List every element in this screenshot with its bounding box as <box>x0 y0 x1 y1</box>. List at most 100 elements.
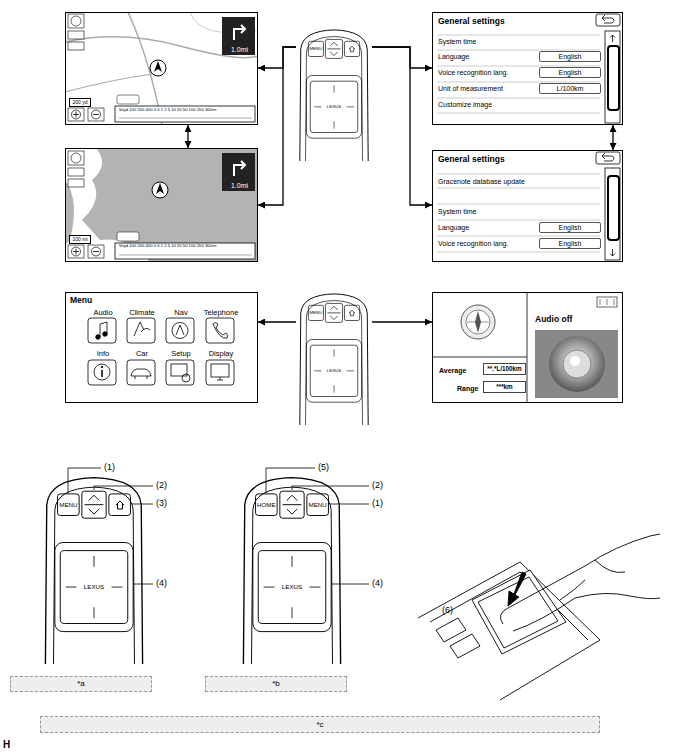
callout-number: (4) <box>372 579 383 588</box>
drawing-part <box>134 322 150 336</box>
drawing-part <box>82 148 258 262</box>
drawing-part <box>72 110 81 119</box>
drawing-part <box>610 249 615 256</box>
drawing-part <box>127 360 155 385</box>
callout-number: (5) <box>318 463 329 472</box>
node-text: Language <box>438 224 469 231</box>
node-text: Language <box>438 53 469 60</box>
drawing-part <box>45 478 142 664</box>
callout-number: (4) <box>156 579 167 588</box>
drawing-part <box>88 108 104 121</box>
drawing-part <box>88 245 104 258</box>
arrow-connector <box>372 47 432 68</box>
remote-controller: MENULEXUS <box>296 292 372 425</box>
drawing-part <box>72 247 81 256</box>
drawing-part <box>349 310 355 316</box>
drawing-part <box>608 176 619 240</box>
drawing-part <box>563 350 591 378</box>
drawing-part <box>513 593 660 631</box>
settings-screen: General settingsGracenote database updat… <box>432 150 623 262</box>
leader-lines <box>68 468 480 611</box>
hand-operation <box>418 534 660 700</box>
drawing-part <box>131 369 151 379</box>
drawing-part <box>535 330 618 398</box>
drawing-part <box>92 110 101 119</box>
node-text: **.*L/100km <box>487 366 521 372</box>
setting-button: English <box>539 51 601 62</box>
scale-box: 200 yd <box>69 98 91 107</box>
drawing-part <box>560 560 625 600</box>
drawing-part <box>213 323 228 339</box>
drawing-part <box>115 243 255 259</box>
value-box: **.*L/100km <box>483 363 526 375</box>
drawing-part <box>73 112 79 118</box>
drawing-part <box>117 95 139 104</box>
arrow-connector <box>187 125 188 148</box>
drawing-part <box>222 17 255 55</box>
drawing-part <box>71 16 81 26</box>
drawing-part <box>266 468 315 493</box>
node-text: 50yd 100 200 400 0.5 1 2 5 10 20 50 100 … <box>119 244 216 248</box>
drawing-part <box>602 15 614 23</box>
drawing-part <box>600 299 614 305</box>
node-text: Audio <box>93 309 112 317</box>
node-text: English <box>559 224 582 231</box>
drawing-part <box>101 370 103 377</box>
drawing-part <box>300 30 368 161</box>
drawing-part <box>549 336 605 392</box>
drawing-part <box>94 486 153 490</box>
setting-button: L/100km <box>539 83 601 94</box>
drawing-part <box>234 161 245 176</box>
drawing-part <box>508 572 526 606</box>
drawing-part <box>115 106 255 122</box>
drawing-part <box>68 108 84 121</box>
drawing-part <box>166 360 194 385</box>
figure-tag: *a <box>10 676 152 692</box>
node-text: LEXUS <box>327 105 341 109</box>
drawing-part <box>93 114 99 115</box>
drawing-part <box>243 478 340 664</box>
node-text: MENU <box>310 47 323 51</box>
value-box: ***km <box>483 381 526 393</box>
node-text: English <box>559 240 582 247</box>
drawing-part <box>68 151 84 165</box>
turn-indicator: 1.0mi <box>223 18 256 56</box>
drawing-part <box>154 61 162 72</box>
drawing-part <box>437 35 600 113</box>
node-text: Gracenote database update <box>438 178 525 185</box>
map-1 <box>65 12 258 125</box>
drawing-part <box>222 153 255 191</box>
node-text: Nav <box>174 309 187 317</box>
drawing-part <box>88 318 116 343</box>
drawing-part <box>119 255 252 256</box>
remote-controller: HOMEMENULEXUS <box>238 475 346 664</box>
node-text: English <box>559 53 582 60</box>
drawing-part <box>211 364 229 377</box>
figure-tag: *b <box>205 676 347 692</box>
node-text: 1.0mi <box>231 182 248 189</box>
scale-box: 100 mi <box>69 235 91 244</box>
node-text: General settings <box>438 17 505 26</box>
drawing-part <box>119 118 252 119</box>
arrow-connector <box>372 321 432 322</box>
figure-tag: *c <box>40 716 600 733</box>
setting-button: English <box>539 238 601 249</box>
node-text: Display <box>209 350 234 358</box>
drawing-part <box>116 501 124 509</box>
drawing-part <box>300 294 368 425</box>
node-text: Setup <box>171 350 191 358</box>
node-text: L/100km <box>557 85 584 92</box>
node-text: Voice recognition lang. <box>438 69 508 76</box>
callout-number: (2) <box>372 481 383 490</box>
drawing-part <box>330 504 369 505</box>
drawing-part <box>418 562 600 700</box>
drawing-part <box>610 35 615 42</box>
drawing-part <box>597 297 617 307</box>
drawing-part <box>461 305 495 339</box>
drawing-part <box>68 14 84 28</box>
remote-controllers <box>45 30 368 664</box>
callout-number: (2) <box>156 481 167 490</box>
node-text: LEXUS <box>327 369 341 373</box>
